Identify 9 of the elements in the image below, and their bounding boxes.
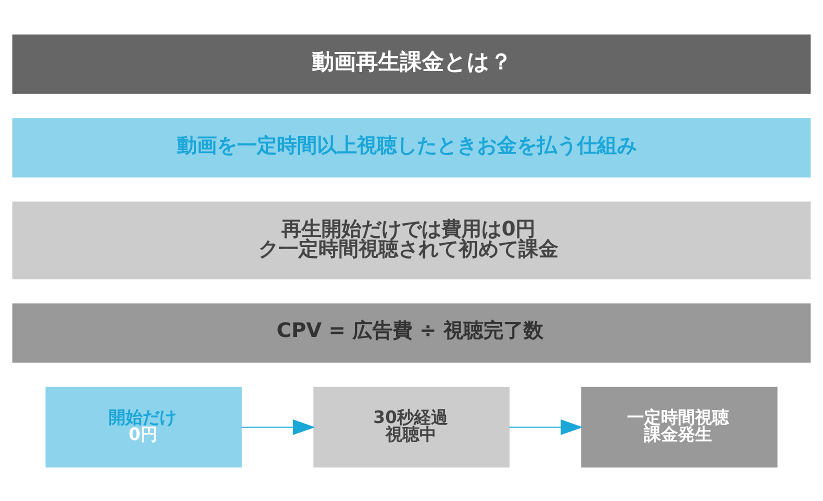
- node-box: 30秒経過 視聴中: [313, 386, 510, 467]
- node-box: 再生開始だけでは費用は0円 ク一定時間視聴されて初めて課金: [12, 201, 811, 279]
- node-box: 開始だけ 0円: [46, 386, 242, 467]
- node-box: 一定時間視聴 課金発生: [581, 386, 778, 467]
- arrow: [242, 418, 316, 434]
- arrow: [509, 418, 583, 434]
- node-box: 動画再生課金とは？: [12, 34, 811, 94]
- node-box: 動画を一定時間以上視聴したときお金を払う仕組み: [12, 118, 811, 177]
- node-box: CPV = 広告費 ÷ 視聴完了数: [12, 302, 811, 362]
